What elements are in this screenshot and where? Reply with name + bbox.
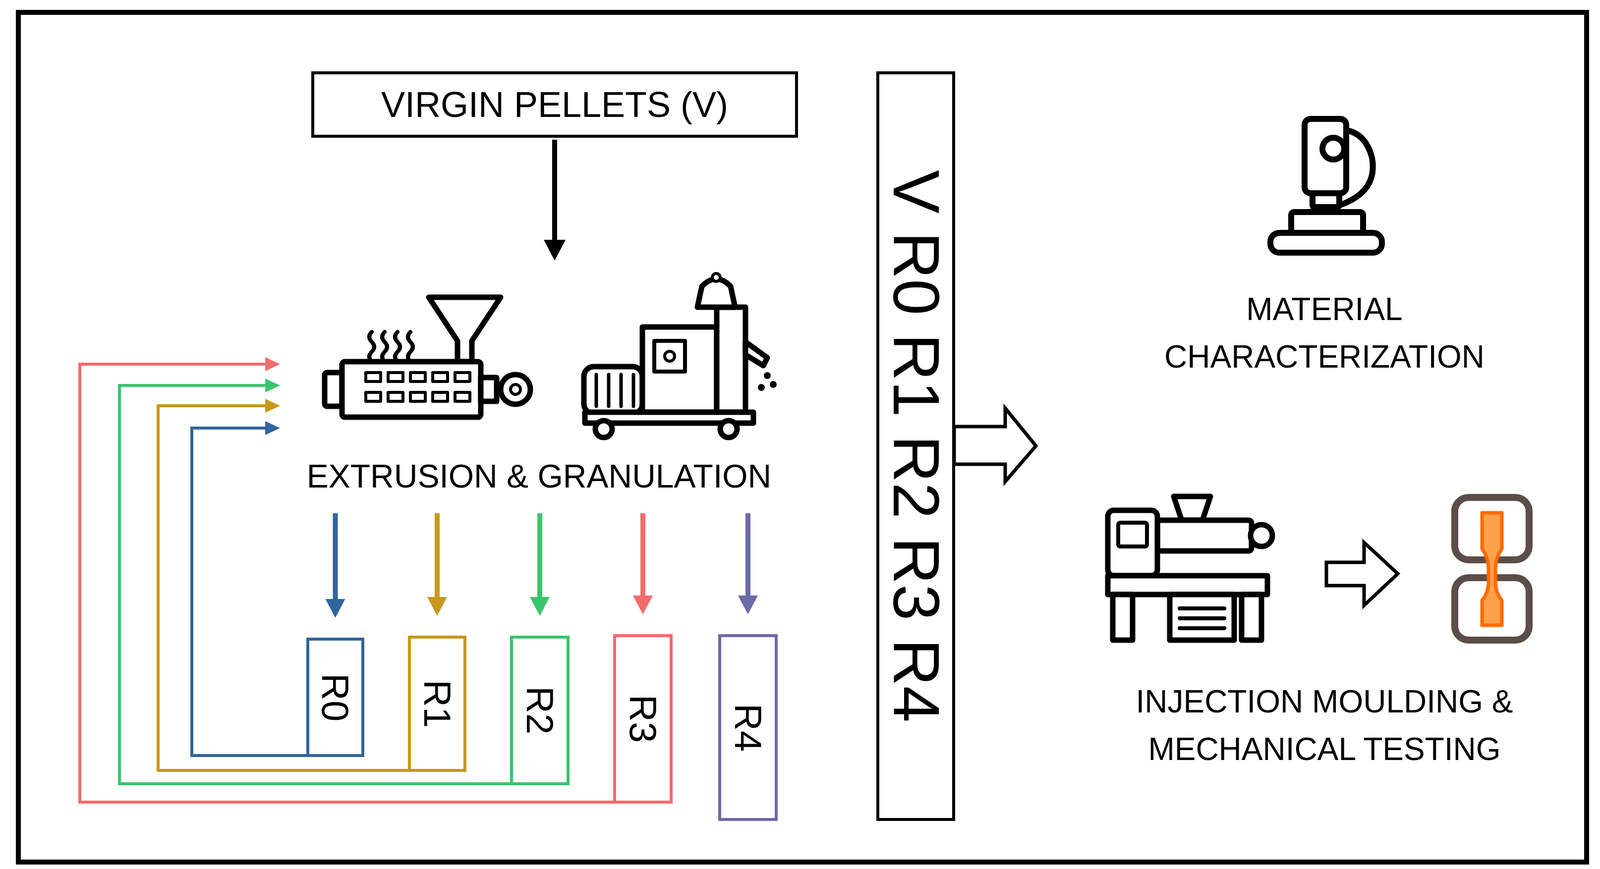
recycle-box: R1 [407, 635, 467, 773]
specimen-icon [1454, 497, 1530, 641]
vertical-label: V R0 R1 R2 R3 R4 [881, 170, 951, 723]
recycle-box: R0 [306, 637, 365, 758]
flow-arrow [427, 513, 448, 617]
process-stage: EXTRUSION & GRANULATION [280, 262, 799, 511]
connector-line [745, 513, 751, 596]
arrow-head [265, 399, 281, 413]
arrow-head [632, 595, 653, 615]
input-box: VIRGIN PELLETS (V) [311, 71, 799, 138]
flow-arrow [529, 513, 550, 617]
connector-line [552, 139, 558, 240]
connector-line [537, 513, 543, 598]
flow-arrow [191, 421, 307, 756]
material-list-box: V R0 R1 R2 R3 R4 [876, 71, 956, 822]
vertical-label: R0 [315, 673, 356, 722]
connector-line [191, 428, 307, 756]
vertical-label: R4 [728, 703, 768, 752]
node-label: VIRGIN PELLETS (V) [381, 84, 729, 126]
connector-line [640, 513, 646, 596]
hollow-arrow [954, 408, 1036, 482]
flow-arrow [158, 399, 408, 771]
connector-line [333, 513, 339, 600]
connector-line [434, 513, 440, 598]
extruder-icon [324, 297, 531, 418]
arrow-head [738, 595, 758, 615]
microscope-icon [1270, 118, 1382, 253]
arrow-head [529, 597, 550, 617]
arrow-head [325, 599, 346, 619]
vertical-label: R1 [417, 680, 458, 729]
connector-line [119, 385, 511, 785]
granulator-icon [583, 273, 776, 438]
flow-arrow [632, 513, 653, 615]
section-label: INJECTION MOULDING & MECHANICAL TESTING [1101, 678, 1548, 774]
connector-line [79, 364, 614, 803]
flow-arrow [79, 357, 614, 803]
flow-arrow [119, 378, 511, 785]
recycle-box: R3 [613, 634, 673, 804]
arrow-head [265, 421, 281, 436]
arrow-head [543, 239, 566, 261]
vertical-label: R2 [519, 686, 560, 735]
arrow-head [427, 597, 448, 617]
node-label: EXTRUSION & GRANULATION [306, 457, 772, 496]
arrow-head [265, 357, 281, 372]
flow-arrow [543, 139, 566, 261]
vertical-label: R3 [623, 694, 663, 743]
hollow-arrow [1326, 542, 1398, 606]
flow-arrow [738, 513, 758, 615]
injection-machine-icon [1107, 496, 1273, 641]
flow-arrow [325, 513, 346, 619]
recycle-box: R4 [718, 634, 778, 822]
outer-frame [18, 12, 1587, 863]
section-label: MATERIAL CHARACTERIZATION [1164, 285, 1485, 381]
arrow-head [265, 378, 281, 393]
recycle-box: R2 [510, 635, 570, 786]
